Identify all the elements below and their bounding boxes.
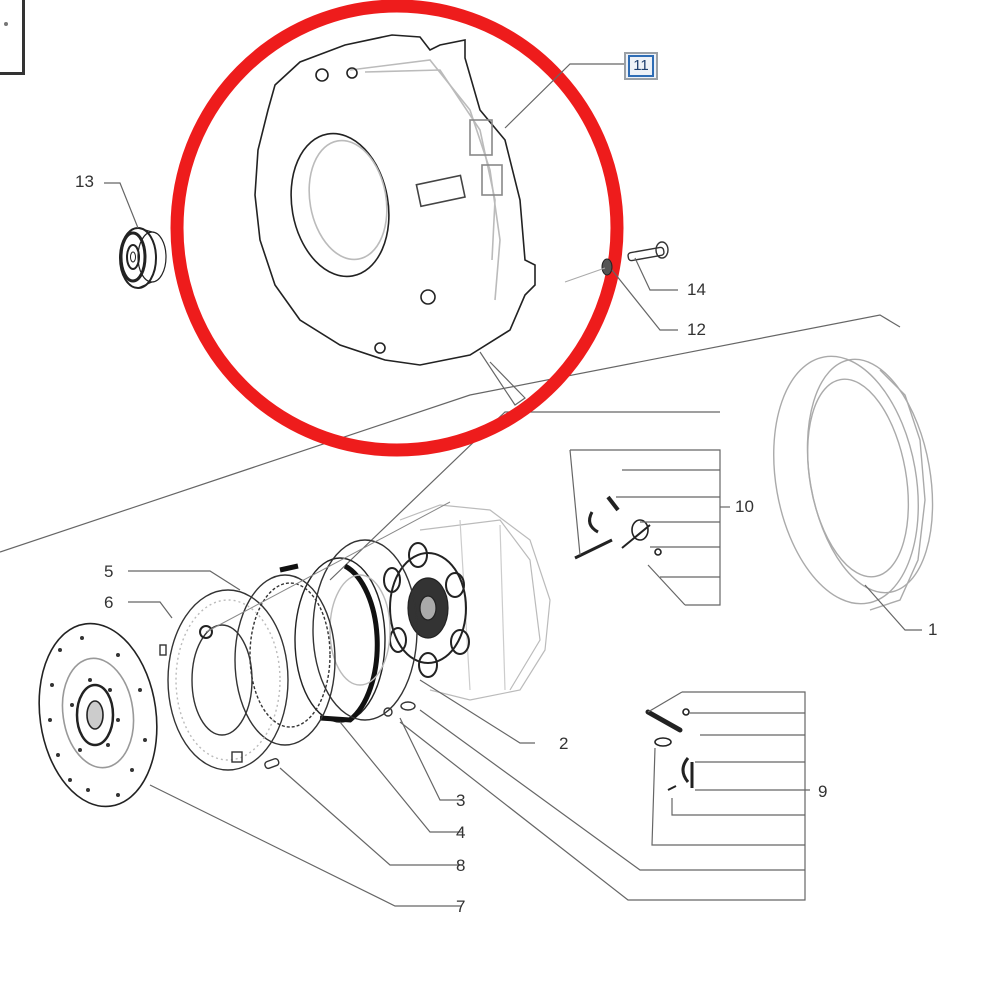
- callout-8[interactable]: 8: [456, 856, 466, 875]
- part-1-flywheel-ring[interactable]: [755, 345, 949, 616]
- callout-1[interactable]: 1: [928, 620, 938, 639]
- part-5-intermediate-disc[interactable]: [234, 563, 336, 746]
- part-7-clutch-disc[interactable]: [28, 616, 168, 814]
- callout-2[interactable]: 2: [559, 734, 569, 753]
- part-3-pressure-plate[interactable]: [312, 539, 418, 721]
- leader-lines: [104, 63, 922, 907]
- shaft-axis: [205, 501, 451, 633]
- callout-11-text: 11: [628, 55, 654, 77]
- callout-11-highlighted[interactable]: 11: [624, 52, 658, 80]
- callout-5[interactable]: 5: [104, 562, 114, 581]
- callout-12[interactable]: 12: [687, 320, 706, 339]
- callout-6[interactable]: 6: [104, 593, 114, 612]
- part-13-bearing[interactable]: [119, 227, 167, 289]
- part-10-lever-kit[interactable]: [574, 495, 662, 560]
- callout-7[interactable]: 7: [456, 897, 466, 916]
- bolt-axis: [564, 267, 606, 283]
- part-2-pressure-assembly[interactable]: [383, 504, 551, 701]
- part-3-fastener[interactable]: [383, 701, 416, 717]
- part-8-pin[interactable]: [264, 757, 280, 770]
- callout-13[interactable]: 13: [75, 172, 94, 191]
- part-11-clutch-cover[interactable]: [254, 34, 536, 366]
- highlight-circle: [170, 0, 624, 457]
- reference-dot: [4, 22, 8, 26]
- callout-10[interactable]: 10: [735, 497, 754, 516]
- part-6-friction-plate[interactable]: [159, 589, 289, 771]
- part-14-bolt[interactable]: [627, 241, 669, 262]
- callout-3[interactable]: 3: [456, 791, 466, 810]
- part-9-lever-kit[interactable]: [645, 708, 694, 791]
- callout-9[interactable]: 9: [818, 782, 828, 801]
- callout-14[interactable]: 14: [687, 280, 706, 299]
- part-4-spring-ring[interactable]: [294, 557, 386, 723]
- part-12-washer[interactable]: [601, 258, 613, 276]
- disc-rivets: [48, 636, 147, 797]
- reference-box: [0, 0, 25, 75]
- group-boundary: [0, 314, 901, 581]
- callout-4[interactable]: 4: [456, 823, 466, 842]
